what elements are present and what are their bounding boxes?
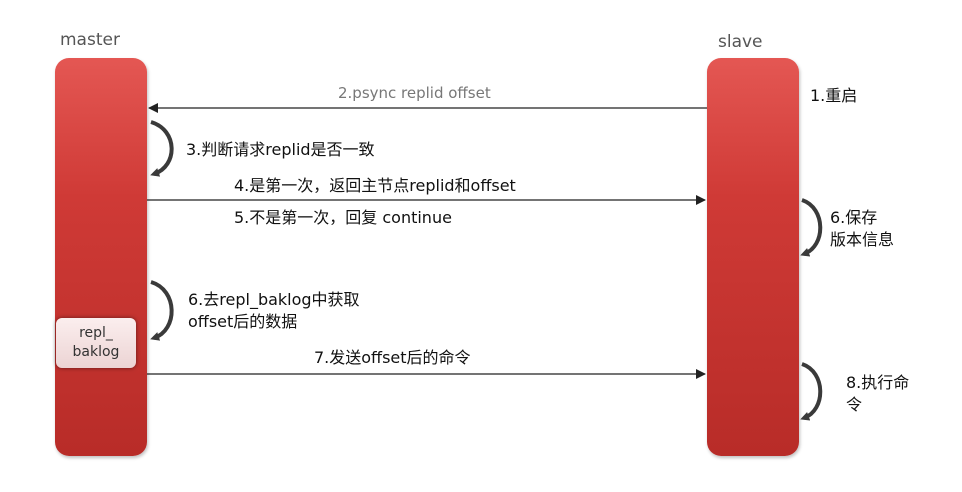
curl-arrow-check-replid: [150, 120, 174, 177]
step-6-read-baklog: 6.去repl_baklog中获取 offset后的数据: [188, 289, 428, 334]
step-6-read-line2: offset后的数据: [188, 312, 298, 332]
step-6-read-line1: 6.去repl_baklog中获取: [188, 290, 360, 309]
step-7-send-commands: 7.发送offset后的命令: [314, 348, 471, 367]
curl-arrow-save-version: [800, 198, 823, 257]
buffer-label-line1: repl_: [79, 325, 113, 342]
step-6-save-line1: 6.保存: [830, 208, 878, 227]
repl-baklog-buffer: repl_ baklog: [56, 318, 136, 368]
step-8-line2: 令: [846, 395, 863, 415]
step-5-continue: 5.不是第一次，回复 continue: [234, 208, 452, 227]
slave-lifeline-bar: [707, 58, 799, 456]
step-4-first-time: 4.是第一次，返回主节点replid和offset: [234, 176, 516, 195]
curl-arrow-read-baklog: [150, 280, 174, 341]
master-lifeline-bar: [55, 58, 147, 456]
buffer-label-line2: baklog: [72, 344, 120, 360]
step-3-check-replid: 3.判断请求replid是否一致: [186, 140, 375, 159]
master-label: master: [60, 30, 120, 50]
step-6-save-version: 6.保存 版本信息: [830, 207, 940, 252]
curl-arrow-execute: [800, 362, 823, 421]
step-1-restart: 1.重启: [810, 86, 858, 105]
step-8-execute: 8.执行命 令: [846, 372, 946, 417]
slave-label: slave: [718, 32, 763, 52]
step-6-save-line2: 版本信息: [830, 230, 895, 250]
step-8-line1: 8.执行命: [846, 373, 910, 392]
step-2-psync: 2.psync replid offset: [338, 84, 491, 102]
